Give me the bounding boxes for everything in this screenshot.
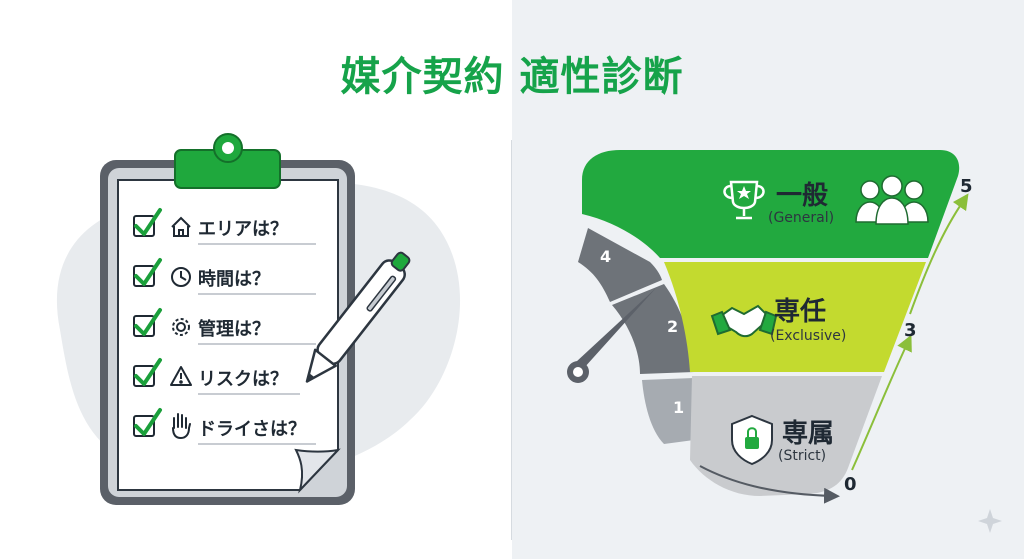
- sparkle-icon: [978, 509, 1002, 533]
- check-item: ドライさは？: [133, 408, 316, 445]
- scale-arrow-middle: [851, 334, 912, 471]
- scale-label: 0: [844, 474, 857, 495]
- check-item-label: リスクは？: [198, 369, 288, 390]
- tier-subtitle: (General): [768, 210, 834, 226]
- tier-name: 専任: [774, 297, 826, 327]
- check-mark-icon: [134, 308, 162, 336]
- check-item: 管理は？: [133, 308, 316, 345]
- house-icon: [171, 216, 191, 237]
- trophy-icon: [723, 180, 765, 220]
- checklist-illustration: エリアは？ 時間は？ 管理は？: [56, 133, 461, 505]
- tier-subtitle: (Strict): [778, 448, 826, 464]
- pen-icon: [305, 251, 411, 383]
- check-item-label: 時間は？: [198, 269, 270, 290]
- gauge-label: 1: [673, 398, 684, 417]
- check-item-label: 管理は？: [198, 318, 270, 340]
- check-item: エリアは？: [133, 208, 316, 245]
- people-icon: [855, 175, 929, 225]
- hand-icon: [172, 413, 191, 440]
- gauge-segment-upper: [578, 228, 662, 302]
- check-item: リスクは？: [133, 358, 300, 395]
- gauge-segment-middle: [612, 284, 694, 374]
- warning-icon: [170, 366, 192, 386]
- handshake-icon: [710, 304, 778, 338]
- tier-name: 一般: [776, 181, 828, 211]
- clock-icon: [171, 267, 191, 287]
- page-title: 媒介契約 適性診断: [340, 54, 684, 100]
- tier-band-strict: [690, 376, 882, 496]
- scale-arrow-lower: [699, 465, 840, 504]
- paper-curl: [294, 448, 341, 494]
- check-mark-icon: [134, 408, 162, 436]
- check-item: 時間は？: [133, 258, 316, 295]
- scale-label: 3: [904, 320, 917, 341]
- check-item-label: エリアは？: [198, 219, 288, 240]
- tier-diagram: 4 2 1 一般 (General): [567, 150, 1002, 533]
- gauge-label: 2: [667, 317, 678, 336]
- tier-band-general: [582, 150, 960, 258]
- scale-label: 5: [960, 176, 973, 197]
- scale-arrow-upper: [909, 193, 969, 315]
- shield-lock-icon: [731, 414, 773, 466]
- panel-divider: [511, 140, 512, 540]
- gauge-needle: [567, 288, 656, 383]
- check-mark-icon: [134, 258, 162, 286]
- gear-icon: [172, 318, 190, 336]
- gauge-segment-lower: [642, 378, 694, 444]
- check-item-label: ドライさは？: [198, 419, 306, 440]
- tier-band-exclusive: [664, 262, 926, 372]
- gauge-label: 4: [600, 247, 611, 266]
- tier-name: 専属: [782, 419, 834, 449]
- check-mark-icon: [134, 358, 162, 386]
- check-mark-icon: [134, 208, 162, 236]
- tier-subtitle: (Exclusive): [770, 328, 846, 344]
